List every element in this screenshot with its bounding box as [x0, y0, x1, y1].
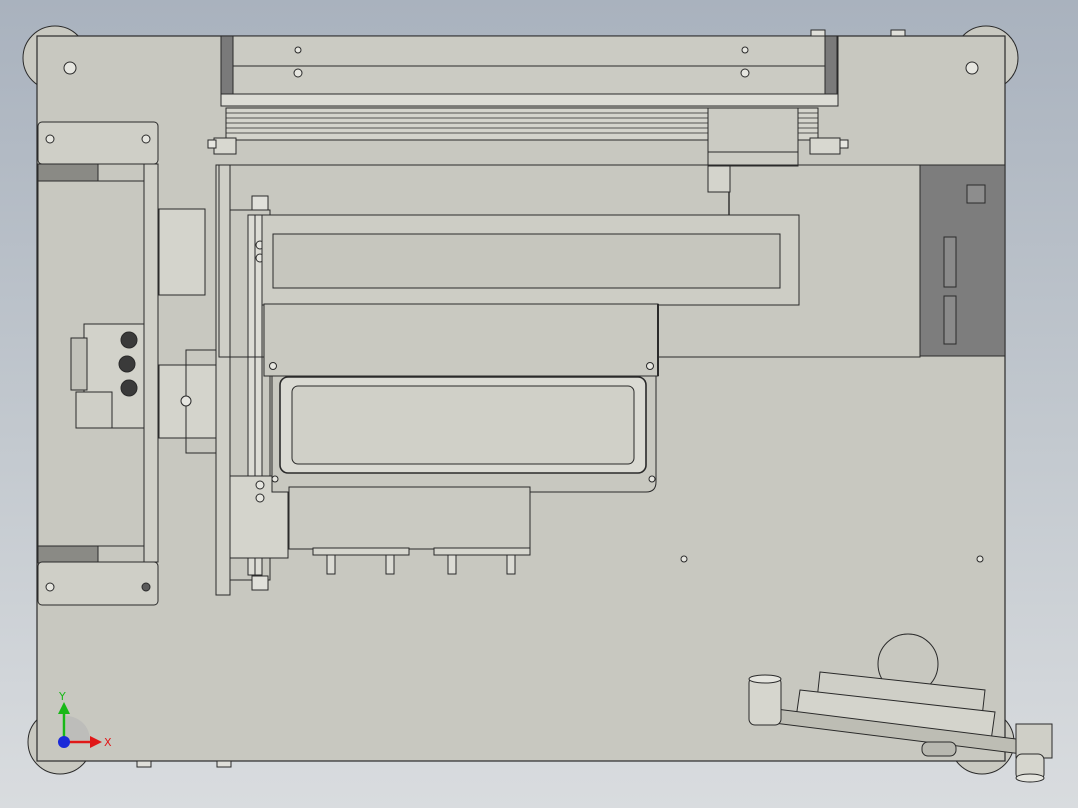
- rail-slider-block: [707, 107, 799, 167]
- coordinate-triad: Y X: [58, 690, 112, 749]
- nozzle-2: [385, 554, 395, 575]
- right-panel: [919, 164, 1006, 357]
- connector-flange: [70, 337, 88, 391]
- connector-fitting-2: [118, 355, 136, 373]
- tab-bottom-2: [216, 760, 232, 768]
- carriage-screw-3: [741, 46, 749, 54]
- slide-bottom-cap: [251, 575, 269, 591]
- hole-top-right: [965, 61, 979, 75]
- carriage-screw-1: [294, 46, 302, 54]
- slider-foot: [707, 165, 731, 193]
- hood-screw-2: [646, 362, 654, 370]
- carriage-screw-4: [740, 68, 750, 78]
- lever-post-left-top: [748, 674, 782, 684]
- rail-bar: [220, 93, 839, 107]
- right-panel-slot-2: [943, 295, 957, 345]
- left-bracket-shade-bottom: [37, 545, 99, 564]
- lever-roller: [921, 741, 957, 757]
- connector-fitting-1: [120, 331, 138, 349]
- nozzle-3: [447, 554, 457, 575]
- lower-manifold-right: [433, 547, 531, 556]
- tray-screw-1: [271, 475, 279, 483]
- hole-mid-2: [976, 555, 984, 563]
- rail-bracket-left: [213, 137, 237, 155]
- lever-post-right-bottom: [1015, 773, 1045, 783]
- rail-carriage-plate: [220, 35, 839, 95]
- slide-screw-4: [255, 493, 265, 503]
- tab-top-1: [810, 29, 826, 37]
- motor-block-upper: [158, 208, 206, 296]
- left-bracket-shade-top: [37, 163, 99, 182]
- rail-bolt-left: [207, 139, 217, 149]
- left-bracket-top: [37, 121, 159, 165]
- motor-shaft: [180, 395, 192, 407]
- carriage-screw-2: [293, 68, 303, 78]
- hole-mid-1: [680, 555, 688, 563]
- triad-y-label: Y: [58, 690, 66, 703]
- edge-tabs: [136, 29, 906, 768]
- connector-cap: [75, 391, 113, 429]
- top-rail-assembly: [207, 35, 849, 285]
- slide-frame: [215, 164, 231, 596]
- left-bracket-bottom: [37, 561, 159, 606]
- left-bracket-screw-1: [45, 134, 55, 144]
- tab-bottom-1: [136, 760, 152, 768]
- upper-window-inner: [272, 233, 781, 289]
- nozzle-1: [326, 554, 336, 575]
- tray-screw-2: [648, 475, 656, 483]
- triad-x-arrow: [90, 736, 102, 748]
- lever-post-left: [748, 676, 782, 726]
- triad-rotation-arc: [66, 716, 90, 740]
- rail-bolt-right: [839, 139, 849, 149]
- lever-assembly: [748, 633, 1053, 783]
- mounting-holes: [63, 61, 984, 563]
- rail-bracket-right: [809, 137, 841, 155]
- hole-top-left: [63, 61, 77, 75]
- slide-top-cap: [251, 195, 269, 211]
- triad-y-arrow: [58, 702, 70, 714]
- slide-screw-3: [255, 480, 265, 490]
- rail-end-block-left: [220, 35, 234, 95]
- connector-fitting-3: [120, 379, 138, 397]
- rail-end-block-right: [824, 35, 838, 95]
- left-bracket-rail: [143, 163, 159, 563]
- tab-top-2: [890, 29, 906, 37]
- left-bracket-screw-4: [141, 582, 151, 592]
- triad-x-label: X: [104, 736, 112, 749]
- right-panel-slot-1: [943, 236, 957, 288]
- left-bracket-screw-3: [45, 582, 55, 592]
- lever-bracket-right: [1015, 723, 1053, 759]
- center-frames: [218, 164, 921, 575]
- nozzle-4: [506, 554, 516, 575]
- lower-manifold-left: [312, 547, 410, 556]
- right-panel-button: [966, 184, 986, 204]
- right-panel-body: [919, 164, 1006, 357]
- tray-recess-inner: [291, 385, 635, 465]
- triad-z-origin: [58, 736, 70, 748]
- left-bracket-assembly: [37, 121, 159, 606]
- nozzles: [326, 554, 516, 575]
- hood-housing: [263, 303, 659, 377]
- hood-screw-1: [269, 362, 277, 370]
- lower-block: [288, 486, 531, 550]
- left-bracket-screw-2: [141, 134, 151, 144]
